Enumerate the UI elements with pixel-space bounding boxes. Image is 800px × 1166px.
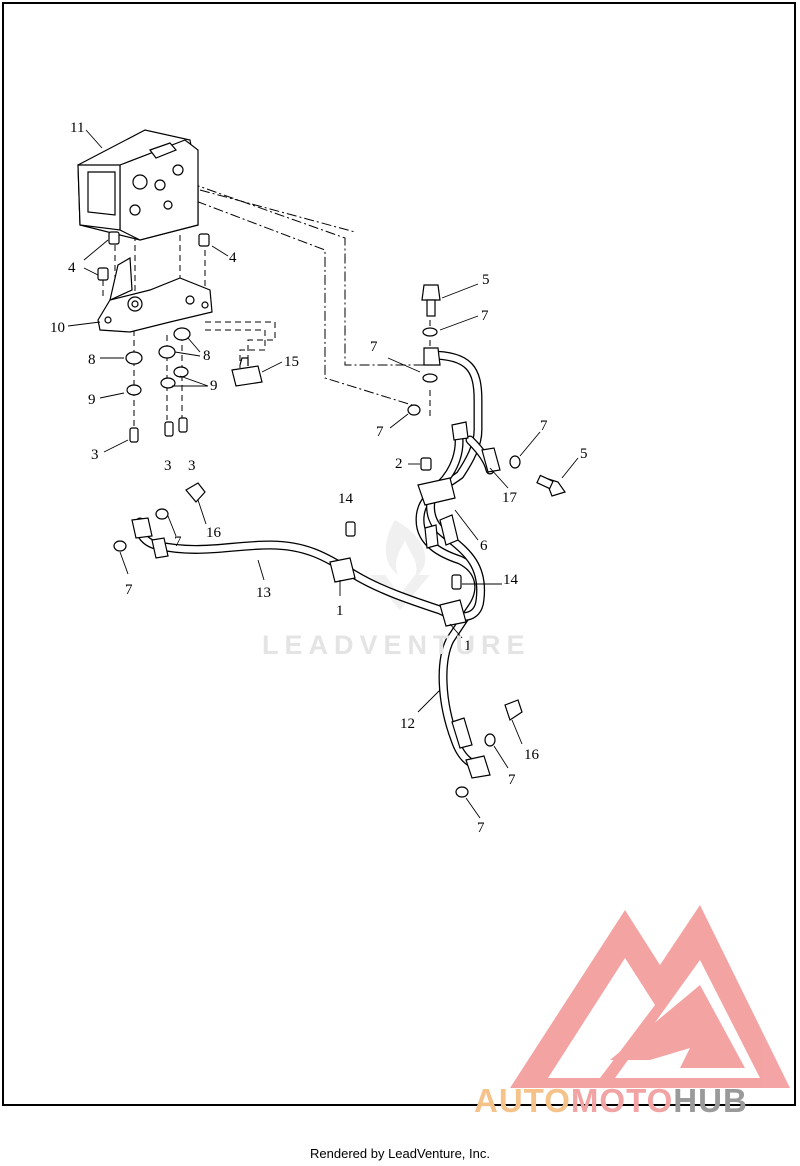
bolt-part-3 [129,417,188,443]
callout-7: 7 [540,418,548,434]
callout-3: 3 [164,458,172,474]
brand-part-moto: MOTO [570,1082,674,1119]
callout-labels: 11 4 4 10 8 8 9 9 3 3 3 15 5 7 7 7 7 5 2… [50,120,588,836]
callout-3: 3 [91,447,99,463]
callout-3: 3 [188,458,196,474]
callout-14: 14 [503,572,519,588]
watermark-flame-icon [370,520,430,610]
callout-5: 5 [482,272,490,288]
washer-part-7 [113,327,521,798]
callout-8: 8 [203,348,211,364]
callout-7: 7 [370,339,378,355]
callout-10: 10 [50,320,65,336]
grommet-part-8 [125,327,191,365]
footer-credit: Rendered by LeadVenture, Inc. [310,1146,490,1161]
callout-12: 12 [400,716,415,732]
screw-part-2 [420,457,432,471]
brake-hoses [134,350,495,770]
callout-6: 6 [480,538,488,554]
callout-4: 4 [68,260,76,276]
callout-13: 13 [256,585,271,601]
abs-bracket [97,256,213,333]
brand-part-hub: HUB [673,1082,748,1119]
callout-5: 5 [580,446,588,462]
callout-7: 7 [508,772,516,788]
callout-2: 2 [395,456,403,472]
brand-wordmark: AUTOMOTOHUB [474,1082,748,1120]
callout-7: 7 [477,820,485,836]
watermark-text: LEADVENTURE [262,630,531,660]
callout-9: 9 [88,392,96,408]
callout-1: 1 [464,638,472,654]
leader-lines [67,129,579,819]
abs-module [77,129,199,241]
callout-16: 16 [206,525,222,541]
screw-part-4 [97,231,210,281]
brand-part-auto: AUTO [474,1082,571,1119]
banjo-bolt-part-16 [185,482,523,721]
callout-7: 7 [481,308,489,324]
screw-part-14 [345,521,462,590]
hose-fittings [131,347,501,779]
callout-7: 7 [174,534,182,550]
connector-part-15 [231,357,263,387]
spacer-part-9 [126,366,189,396]
callout-11: 11 [70,120,84,136]
automotohub-logo-icon [510,905,790,1088]
drawing-border [2,2,796,1106]
callout-7: 7 [376,424,384,440]
banjo-bolt-part-5 [421,284,566,497]
callout-7: 7 [125,582,133,598]
callout-16: 16 [524,747,540,763]
callout-8: 8 [88,352,96,368]
callout-9: 9 [210,378,218,394]
callout-1: 1 [336,603,344,619]
callout-4: 4 [229,250,237,266]
callout-17: 17 [502,490,518,506]
callout-14: 14 [338,491,354,507]
callout-15: 15 [284,354,299,370]
